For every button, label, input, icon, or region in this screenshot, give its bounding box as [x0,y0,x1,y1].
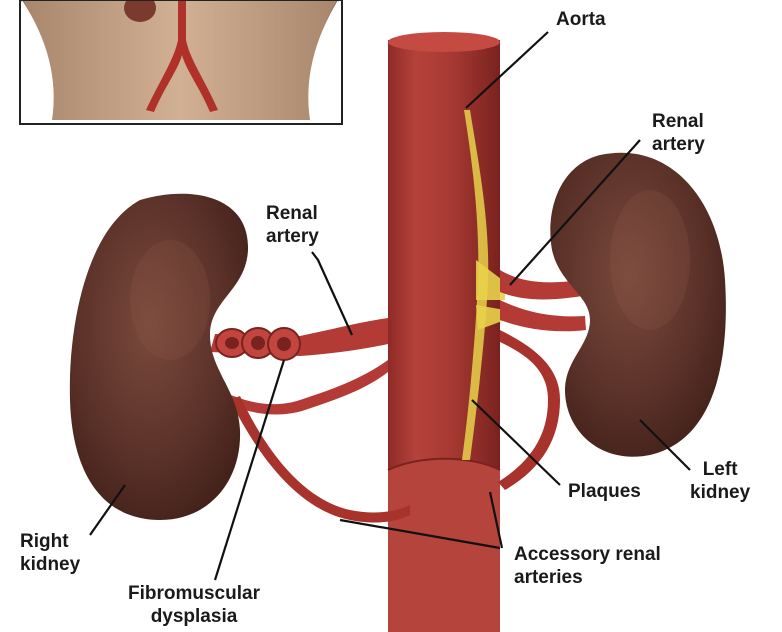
label-plaques: Plaques [568,480,641,503]
label-right-kidney: Right kidney [20,530,80,576]
label-aorta: Aorta [556,8,606,31]
label-renal-artery-right-line2: artery [652,133,705,156]
label-left-kidney-line1: Left [690,458,750,481]
label-right-kidney-line2: kidney [20,553,80,576]
label-left-kidney-line2: kidney [690,481,750,504]
label-right-kidney-line1: Right [20,530,80,553]
right-renal-artery [210,318,410,523]
label-renal-artery-left-line2: artery [266,225,319,248]
label-accessory-renal-arteries: Accessory renal arteries [514,543,661,589]
label-renal-artery-right: Renal artery [652,110,705,156]
label-renal-artery-left: Renal artery [266,202,319,248]
label-left-kidney: Left kidney [690,458,750,504]
label-accessory-line2: arteries [514,566,661,589]
label-fmd-line2: dysplasia [128,605,260,628]
label-accessory-line1: Accessory renal [514,543,661,566]
label-renal-artery-left-line1: Renal [266,202,319,225]
renal-artery-left-leader [312,252,352,335]
label-renal-artery-right-line1: Renal [652,110,705,133]
label-fmd-line1: Fibromuscular [128,582,260,605]
right-kidney-shape [70,194,248,520]
left-kidney-shape [550,153,726,457]
torso-inset [20,0,342,124]
label-fibromuscular-dysplasia: Fibromuscular dysplasia [128,582,260,628]
aorta-vessel [388,32,505,632]
